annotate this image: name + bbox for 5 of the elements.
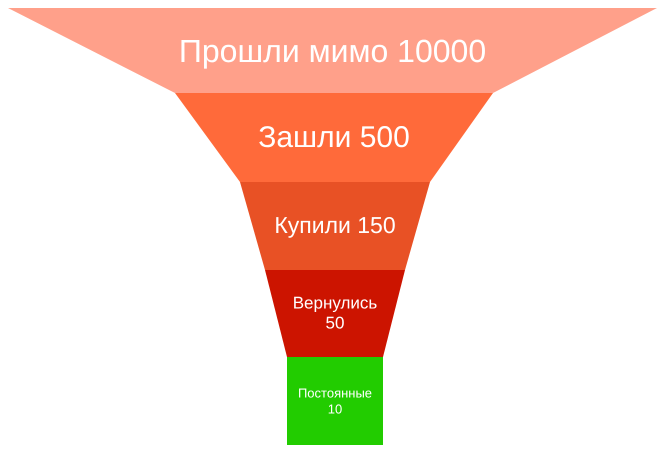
segment-label: Постоянные 10: [296, 385, 374, 417]
segment-label: Зашли 500: [257, 120, 411, 156]
segment-label: Прошли мимо 10000: [178, 31, 488, 70]
segment-label: Купили 150: [273, 212, 397, 240]
segment-label: Вернулись 50: [292, 293, 378, 334]
